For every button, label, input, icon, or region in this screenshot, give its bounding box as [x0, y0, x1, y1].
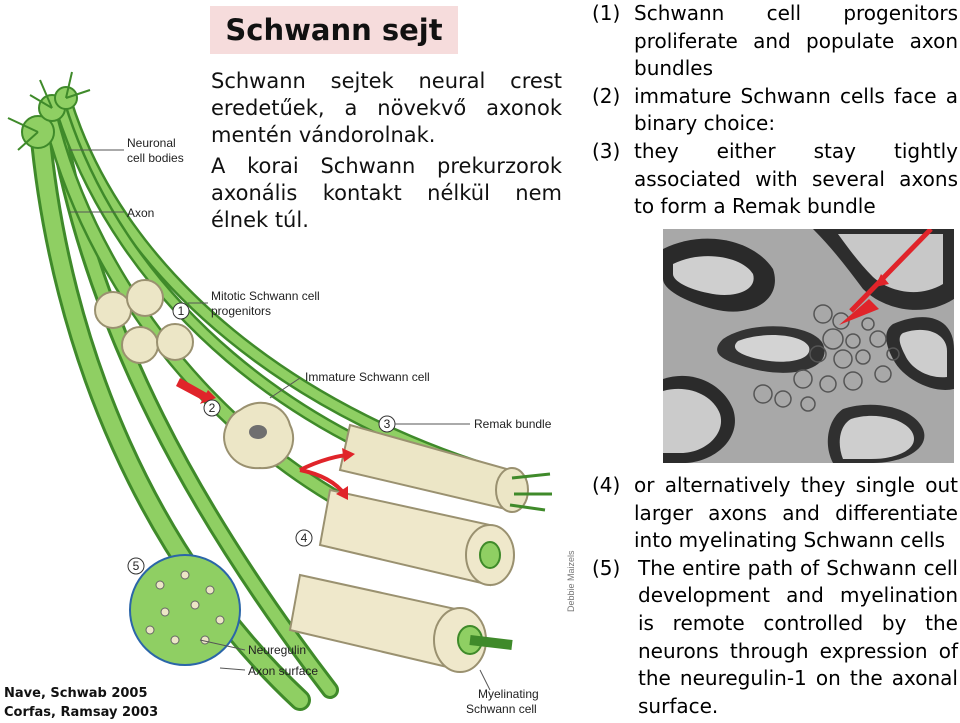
list-item: (3) they either stay tightly associated …: [592, 138, 958, 221]
list-text: or alternatively they single out larger …: [634, 473, 958, 553]
neuregulin-zoom: [129, 554, 241, 666]
step-number-3: 3: [384, 417, 391, 431]
label-immature: Immature Schwann cell: [305, 370, 430, 384]
label-mitotic: Mitotic Schwann cell: [211, 289, 320, 303]
artist-signature: Debbie Maizels: [566, 550, 576, 612]
step-number-1: 1: [178, 304, 185, 318]
top-list: (1) Schwann cell progenitors proliferate…: [592, 0, 958, 221]
list-number: (2): [592, 83, 621, 108]
list-number: (1): [592, 1, 621, 25]
bottom-list: (4) or alternatively they single out lar…: [592, 472, 958, 720]
list-text: The entire path of Schwann cell developm…: [638, 555, 958, 718]
neuronal-cell-bodies: [7, 71, 91, 151]
list-item: (2) immature Schwann cells face a binary…: [592, 83, 958, 138]
list-text: Schwann cell progenitors proliferate and…: [634, 1, 958, 81]
list-item: (1) Schwann cell progenitors proliferate…: [592, 0, 958, 83]
list-number: (5): [592, 555, 621, 580]
hungarian-paragraph-2: A korai Schwann prekurzorok axonális kon…: [211, 154, 562, 232]
mitotic-progenitors: [94, 279, 194, 364]
label-schwann-cell: Schwann cell: [466, 702, 537, 716]
label-neuronal: Neuronal: [127, 136, 176, 150]
credit-line-1: Nave, Schwab 2005: [4, 686, 148, 701]
myelinating-cells: [288, 488, 515, 673]
list-number: (4): [592, 473, 621, 497]
electron-micrograph: [663, 229, 954, 463]
credits: Nave, Schwab 2005 Corfas, Ramsay 2003: [4, 684, 158, 722]
list-item: (5) The entire path of Schwann cell deve…: [592, 555, 958, 721]
red-arrow: [849, 229, 933, 313]
label-remak: Remak bundle: [474, 417, 552, 431]
credit-line-2: Corfas, Ramsay 2003: [4, 705, 159, 720]
hungarian-text: Schwann sejtek neural crest eredetűek, a…: [211, 68, 562, 234]
list-item: (4) or alternatively they single out lar…: [592, 472, 958, 555]
label-myelinating: Myelinating: [478, 687, 539, 701]
page-title: Schwann sejt: [225, 13, 443, 47]
step-number-4: 4: [301, 531, 308, 545]
label-axon: Axon: [127, 206, 154, 220]
hungarian-paragraph-1: Schwann sejtek neural crest eredetűek, a…: [211, 69, 562, 147]
micrograph-image: [663, 229, 954, 463]
red-arrows: [176, 378, 355, 500]
label-neuregulin: Neuregulin: [248, 643, 306, 657]
list-text: immature Schwann cells face a binary cho…: [634, 83, 958, 136]
list-text: they either stay tightly associated with…: [634, 138, 958, 219]
list-number: (3): [592, 138, 621, 163]
label-cell-bodies: cell bodies: [127, 151, 184, 165]
label-axon-surface: Axon surface: [248, 664, 318, 678]
step-number-2: 2: [209, 401, 216, 415]
title-box: Schwann sejt: [210, 6, 458, 54]
step-number-5: 5: [133, 559, 140, 573]
label-progenitors: progenitors: [211, 304, 271, 318]
schwann-development-diagram: 1 2 3 4 5 Neuronal cell bodies Axon Mito…: [7, 71, 552, 716]
